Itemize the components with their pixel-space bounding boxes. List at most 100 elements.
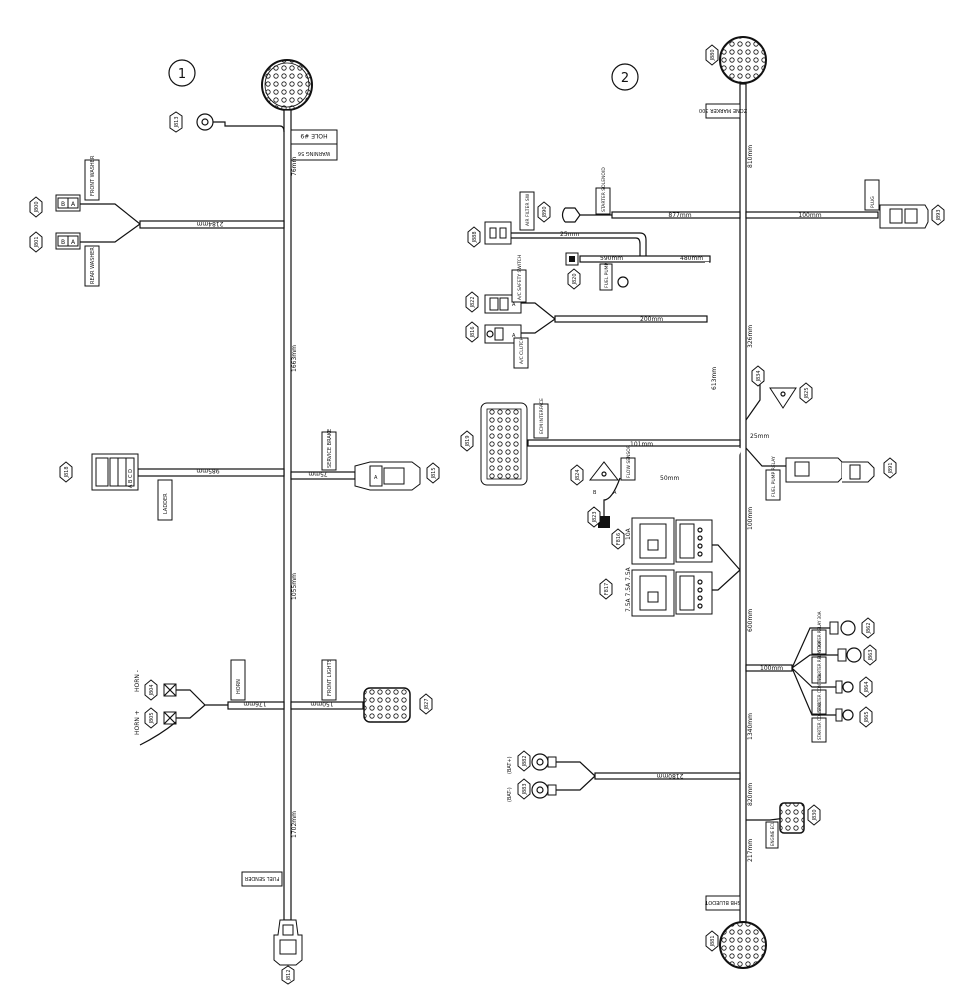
svg-text:PLUG: PLUG: [870, 196, 876, 208]
label-ac-switch: A/C SAFETY SWITCH: [511, 255, 527, 303]
tag-j865: J865: [859, 706, 873, 728]
branch-fuel-pump: [579, 255, 711, 263]
len-100c: 100mm: [760, 665, 783, 672]
svg-text:FUEL SENDER: FUEL SENDER: [244, 875, 279, 881]
callout-2-circle: [611, 63, 639, 91]
tag-j864: J864: [859, 676, 873, 698]
service-brake-connector[interactable]: A: [354, 461, 421, 491]
svg-text:STARTER CONTROL: STARTER CONTROL: [817, 673, 822, 712]
bat-minus-terminal[interactable]: [531, 781, 557, 799]
svg-text:J863: J863: [868, 649, 874, 661]
tag-j824: J824: [570, 464, 584, 486]
fuel-pump-connector[interactable]: [565, 252, 579, 266]
svg-text:FLOW SENSOR: FLOW SENSOR: [626, 445, 632, 478]
tag-j800: J800: [29, 196, 43, 218]
callout-2: 2: [621, 71, 629, 86]
side-bundle: [706, 262, 741, 446]
len-810: 810mm: [747, 145, 754, 168]
svg-text:F817: F817: [604, 583, 610, 595]
label-service-brake: SERVICE BRAKE: [321, 429, 337, 471]
front-lights-connector[interactable]: [363, 687, 411, 723]
svg-text:AIR FILTER SW: AIR FILTER SW: [525, 193, 531, 226]
svg-text:STARTER RELAY 30A: STARTER RELAY 30A: [817, 611, 822, 652]
right-plug-connector[interactable]: [879, 204, 929, 229]
fuse-block-2[interactable]: [631, 569, 713, 617]
harness-1: 1 J813 HOLE #9 WARNING 56 76mm 2184mm: [29, 59, 440, 985]
round-connector-bottom-2[interactable]: [719, 921, 767, 969]
horn-ground-wire: [139, 721, 177, 746]
front-washer-connector[interactable]: B A: [55, 194, 81, 212]
fuse-block-1[interactable]: [631, 517, 713, 565]
horn-plus-terminal[interactable]: [163, 683, 177, 697]
svg-text:A/C CLUTCH: A/C CLUTCH: [519, 337, 525, 364]
round-connector-top-1[interactable]: [261, 59, 313, 111]
fuel-sender-connector[interactable]: [273, 919, 303, 966]
horn-minus-terminal[interactable]: [163, 711, 177, 725]
engine-ecu-connector[interactable]: [779, 802, 805, 834]
label-flow-sensor: FLOW SENSOR: [620, 445, 636, 481]
svg-text:HORN: HORN: [236, 679, 242, 694]
ladder-pins: A B C D: [128, 469, 134, 488]
svg-text:HOLE #9: HOLE #9: [300, 132, 327, 139]
len-600: 600mm: [747, 609, 754, 632]
bat-plus-terminal[interactable]: [531, 753, 557, 771]
label-right-conn: FUEL PUMP RELAY: [765, 456, 781, 501]
len-326: 326mm: [747, 325, 754, 348]
svg-text:F816: F816: [616, 533, 622, 545]
len-480: 480mm: [680, 255, 703, 262]
air-filter-switch[interactable]: [484, 221, 512, 245]
tag-j882: J882: [517, 750, 531, 772]
tag-f817: F817: [599, 578, 613, 600]
trunk-1: [283, 109, 292, 921]
svg-text:B: B: [61, 201, 65, 208]
label-rear-washer: REAR WASHER: [84, 245, 100, 287]
len-101: 101mm: [630, 441, 653, 448]
len-217: 217mm: [747, 839, 754, 862]
label-air-filter: AIR FILTER SW: [519, 191, 535, 231]
starter-solenoid-fork[interactable]: [561, 207, 581, 223]
tag-j801: J801: [29, 231, 43, 253]
ring-terminal-r3[interactable]: [835, 680, 854, 694]
label-fuel-pump: FUEL PUMP: [599, 262, 613, 291]
svg-text:REAR WASHER: REAR WASHER: [90, 247, 96, 284]
round-connector-top-2[interactable]: [719, 36, 767, 84]
svg-text:J865: J865: [864, 711, 870, 723]
branch-right-plug: [745, 211, 879, 219]
ring-terminal-j813[interactable]: [196, 113, 285, 133]
ecm-connector[interactable]: [480, 402, 528, 486]
len-100b: 100mm: [798, 212, 821, 219]
svg-text:A: A: [71, 239, 76, 246]
len-100a: 100mm: [747, 507, 754, 530]
svg-text:FUEL PUMP: FUEL PUMP: [604, 262, 610, 288]
right-connector-j891[interactable]: [785, 457, 875, 483]
relay-split: [791, 627, 840, 716]
flow-cap[interactable]: [598, 516, 610, 528]
harness-2: 2 J880 ZONE MARKER 300 810mm 877mm START…: [460, 36, 945, 969]
bat-plus-label: (BAT+): [507, 756, 513, 774]
ring-terminal-r1[interactable]: [829, 620, 856, 636]
rear-washer-connector[interactable]: B A: [55, 232, 81, 250]
svg-text:J820: J820: [572, 273, 578, 285]
tag-j812: J812: [281, 965, 295, 985]
ac-clutch-connector[interactable]: [484, 324, 522, 344]
svg-text:ZONE MARKER 300: ZONE MARKER 300: [699, 107, 747, 113]
tag-j820: J820: [567, 268, 581, 290]
label-engine-ecu: ENGINE ECU: [765, 821, 779, 849]
svg-text:J800: J800: [34, 201, 40, 213]
ring-terminal-r4[interactable]: [835, 708, 854, 722]
svg-text:J804: J804: [149, 684, 155, 696]
label-relay-4: STARTER CONTROL: [811, 701, 827, 743]
flow-sensor-triangle[interactable]: [588, 461, 620, 481]
ladder-connector[interactable]: [91, 453, 139, 491]
oil-press-callout: [617, 276, 629, 288]
svg-text:J812: J812: [286, 969, 292, 981]
len-820: 820mm: [747, 783, 754, 806]
label-horn: HORN: [230, 659, 246, 701]
svg-text:FRONT WASHER: FRONT WASHER: [90, 155, 96, 196]
label-front-lights: FRONT LIGHTS: [321, 659, 337, 701]
tag-j862: J862: [861, 617, 875, 639]
svg-text:J823: J823: [592, 511, 598, 523]
ring-terminal-r2[interactable]: [837, 647, 862, 663]
svg-text:J862: J862: [866, 622, 872, 634]
